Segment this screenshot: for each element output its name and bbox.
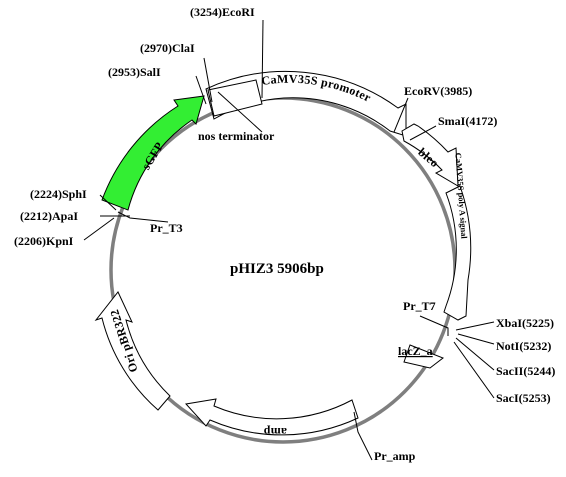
site-leader-ecori [261,19,264,99]
site-label-xbai: XbaI(5225) [496,316,554,330]
site-label-smai: SmaI(4172) [438,114,497,128]
site-leader-xbai [455,321,495,331]
feature-bleo [401,123,459,187]
site-leader-noti [457,333,495,345]
feature-camv35s-polya [443,185,472,321]
site-leader-sphi [99,194,117,211]
nos-terminator-leader [217,91,263,133]
site-label-ecori: (3254)EcoRI [190,5,255,19]
site-label-sphi: (2224)SphI [30,187,87,201]
site-leader-smai [409,125,437,141]
primer-pr-t3-mark [117,211,169,223]
plasmid-title: pHIZ3 5906bp [230,261,324,277]
site-label-clai: (2970)ClaI [140,41,195,55]
site-label-sali: (2953)SalI [108,65,161,79]
primer-label-pr-t3: Pr_T3 [150,221,183,235]
site-leader-clai [203,57,213,103]
site-label-kpni: (2206)KpnI [14,234,74,248]
site-leader-sacii [455,337,495,371]
site-leader-kpni [83,217,115,241]
feature-sgfp [101,95,205,211]
site-label-sacii: SacII(5244) [496,364,555,378]
primer-label-pr-amp: Pr_amp [374,449,416,463]
site-label-noti: NotI(5232) [496,339,551,353]
primer-label-pr-t7: Pr_T7 [403,299,436,313]
primer-pr-amp-mark [353,411,373,461]
feature-lacz-a [403,344,445,369]
feature-nos-terminator [207,79,263,117]
primer-pr-t7-mark [419,315,449,336]
site-leader-ecorv [393,97,409,133]
site-label-saci: SacI(5253) [496,391,551,405]
feature-label-amp: amp [263,425,287,439]
site-leader-saci [453,341,495,399]
feature-label-lacz-a: lacZ_a [398,344,433,358]
feature-label-nos-terminator: nos terminator [198,129,275,143]
feature-amp [185,398,359,436]
site-label-apai: (2212)ApaI [20,209,78,223]
site-leader-sali [195,75,207,105]
feature-ori-pbr322 [94,291,171,411]
site-label-ecorv: EcoRV(3985) [404,84,472,98]
